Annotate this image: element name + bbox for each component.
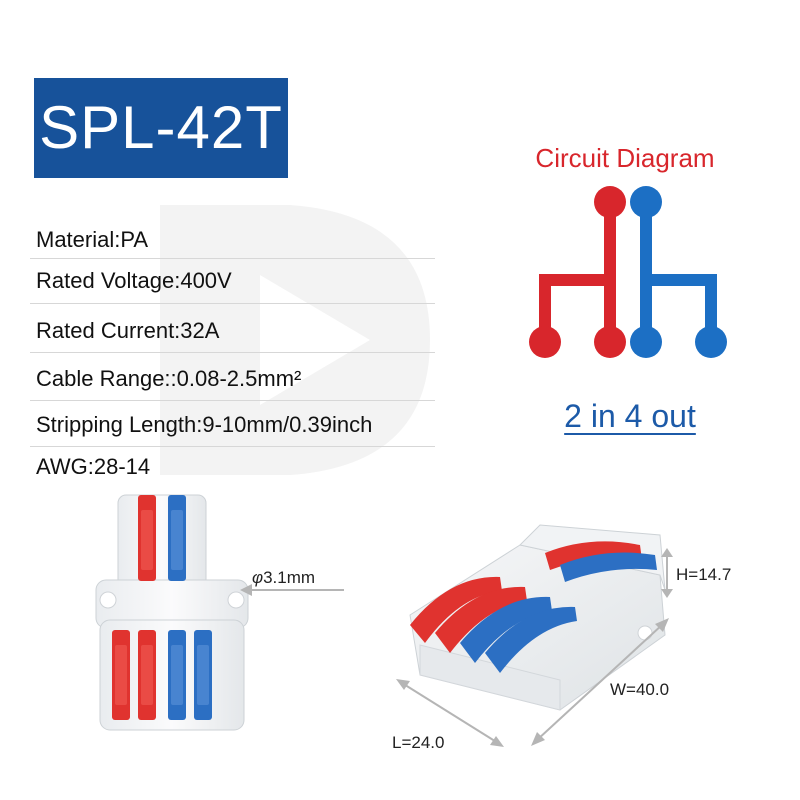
circuit-diagram-icon: [529, 186, 727, 358]
product-model-title: SPL-42T: [34, 78, 288, 178]
diameter-symbol: φ: [252, 568, 264, 587]
spec-rated-current: Rated Current:32A: [36, 318, 220, 343]
width-arrow-icon: [531, 618, 669, 746]
diameter-arrow-icon: [240, 584, 344, 596]
spec-divider: [30, 400, 435, 401]
spec-stripping-length: Stripping Length:9-10mm/0.39inch: [36, 412, 373, 437]
spec-divider: [30, 258, 435, 259]
spec-divider: [30, 352, 435, 353]
height-label: H=14.7: [676, 565, 732, 584]
spec-divider: [30, 303, 435, 304]
length-arrow-icon: [396, 679, 504, 747]
spec-cable-range: Cable Range::0.08-2.5mm²: [36, 366, 302, 391]
connector-front-view-image: [95, 494, 249, 731]
length-label: L=24.0: [392, 733, 445, 752]
spec-rated-voltage: Rated Voltage:400V: [36, 268, 232, 293]
watermark-logo-icon: [160, 205, 430, 475]
spec-material: Material:PA: [36, 227, 149, 252]
height-arrow-icon: [661, 548, 673, 598]
circuit-diagram-title: Circuit Diagram: [535, 143, 715, 173]
diameter-value: 3.1mm: [263, 568, 316, 587]
spec-awg: AWG:28-14: [36, 454, 151, 479]
connector-perspective-view-image: [409, 524, 666, 711]
width-label: W=40.0: [610, 680, 670, 699]
spec-divider: [30, 446, 435, 447]
circuit-caption: 2 in 4 out: [564, 398, 696, 434]
diameter-label: φ3.1mm: [252, 568, 315, 588]
